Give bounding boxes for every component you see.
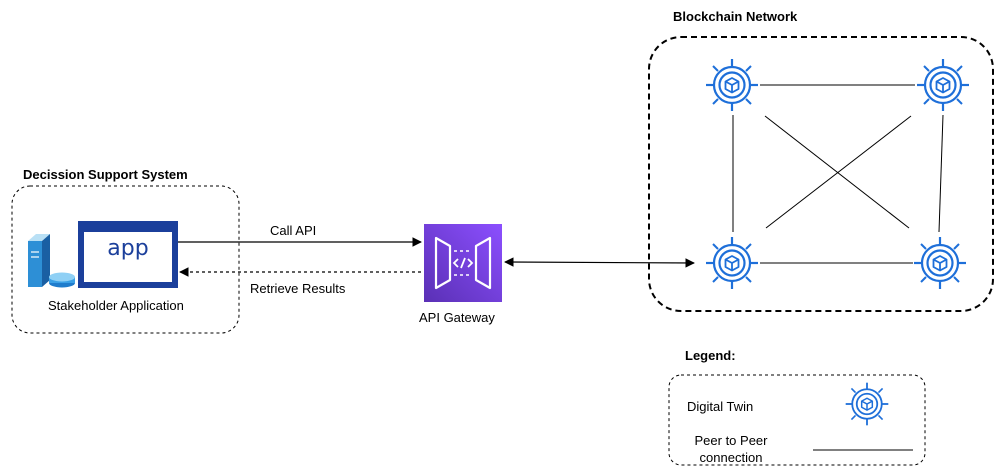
digital-twin-icon <box>704 235 760 291</box>
legend-digital-twin-label: Digital Twin <box>687 399 754 414</box>
legend-container <box>668 374 926 466</box>
call-api-label: Call API <box>270 223 317 238</box>
dss-container <box>11 185 240 334</box>
digital-twin-icon <box>915 57 971 113</box>
gateway-blockchain-arrow <box>504 257 695 268</box>
legend-p2p-label-line2: connection <box>699 450 763 465</box>
p2p-connections <box>732 84 944 264</box>
legend-p2p-label: Peer to Peer connection <box>686 432 776 466</box>
legend-title: Legend: <box>685 348 736 363</box>
stakeholder-label: Stakeholder Application <box>48 298 184 313</box>
retrieve-results-label: Retrieve Results <box>250 281 346 296</box>
legend-p2p-label-line1: Peer to Peer <box>694 433 768 448</box>
blockchain-title: Blockchain Network <box>673 9 798 24</box>
blockchain-container <box>648 36 994 312</box>
api-gateway-icon <box>424 224 502 302</box>
server-icon <box>28 234 75 288</box>
dss-title: Decission Support System <box>23 167 188 182</box>
app-text: app <box>107 236 149 261</box>
digital-twin-icon <box>704 57 760 113</box>
digital-twin-icon <box>912 235 968 291</box>
api-gateway-label: API Gateway <box>419 310 495 325</box>
app-window-icon: app <box>78 221 178 288</box>
legend-digital-twin-icon <box>844 381 890 427</box>
